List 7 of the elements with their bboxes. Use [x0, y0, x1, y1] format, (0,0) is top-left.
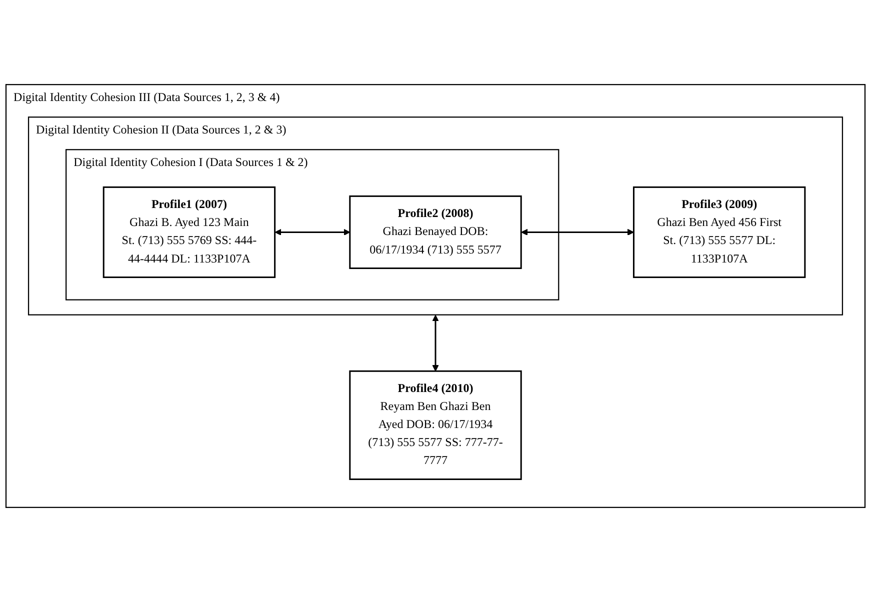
arrow	[274, 228, 350, 236]
node-box: Profile3 (2009) Ghazi Ben Ayed 456 First St. (713) 555 5577 DL: 1133P107A	[632, 186, 806, 278]
node-box: Profile4 (2010) Reyam Ben Ghazi Ben Ayed DOB: 06/17/1934 (713) 555 5577 SS: 777-77-7777	[349, 370, 522, 480]
arrow	[432, 314, 439, 372]
node-box: Profile1 (2007) Ghazi B. Ayed 123 Main St. (713) 555 5769 SS: 444-44-4444 DL: 1133P107A	[102, 186, 276, 278]
arrow	[521, 228, 634, 236]
node-box: Profile2 (2008) Ghazi Benayed DOB: 06/17/1934 (713) 555 5577	[349, 195, 522, 270]
